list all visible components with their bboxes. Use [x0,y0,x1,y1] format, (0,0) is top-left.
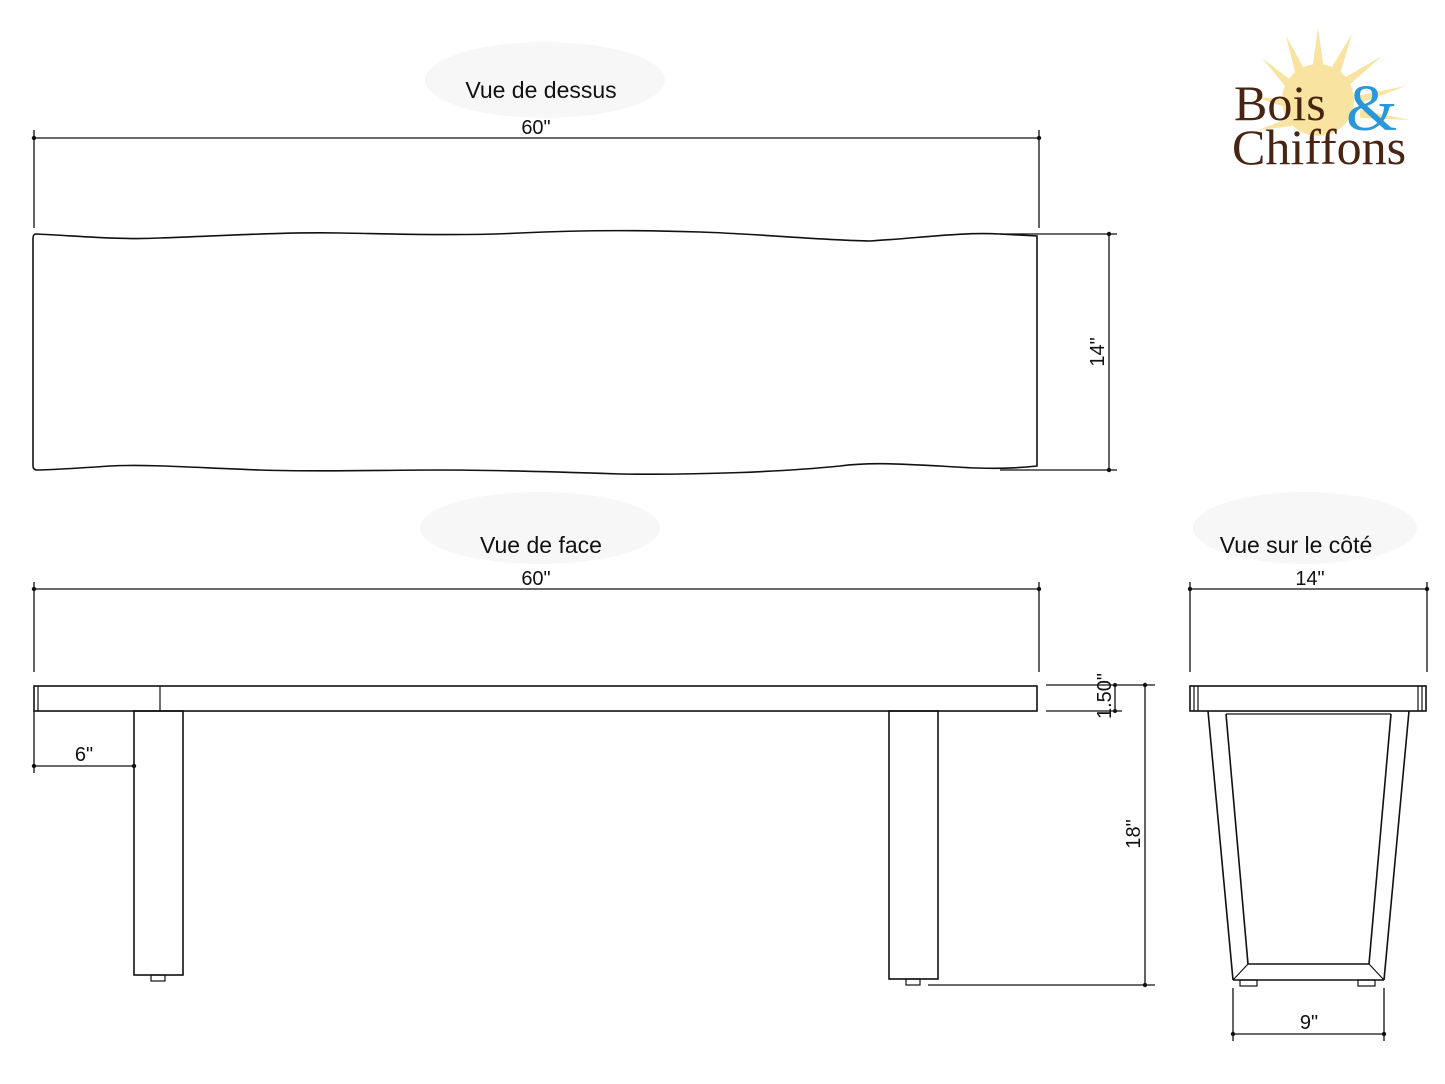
foot-pad-right [905,978,921,986]
side-base-width-dimension: 9" [1230,988,1387,1041]
top-view: Vue de dessus 60" 14" [31,42,1117,475]
front-leg-right [888,710,939,980]
thickness-label: 1.50" [1094,673,1116,719]
trapezoid-leg-frame [1207,710,1410,987]
foot-pad-left [150,974,166,982]
top-length-label: 60" [521,117,550,139]
top-width-dimension: 14" [1000,231,1117,473]
front-length-label: 60" [521,568,550,590]
top-width-label: 14" [1087,337,1109,366]
front-view: Vue de face 60" 6" [31,492,1155,988]
front-leg-left [133,710,184,976]
leg-offset-label: 6" [75,744,93,766]
logo-text-chiffons: Chiffons [1232,119,1406,175]
sun-icon [1252,28,1410,136]
top-length-dimension: 60" [31,117,1042,228]
side-bench-top [1189,685,1427,712]
slab-outline [32,229,1038,475]
height-dimension: 18" [928,682,1155,988]
front-length-dimension: 60" [31,568,1042,672]
logo-ampersand: & [1346,72,1397,145]
top-view-title: Vue de dessus [465,77,616,103]
side-view-title: Vue sur le côté [1220,532,1373,558]
side-view: Vue sur le côté 14" [1187,492,1430,1041]
height-label: 18" [1123,819,1145,848]
thickness-dimension: 1.50" [1046,673,1155,719]
side-top-width-label: 14" [1295,568,1324,590]
side-top-width-dimension: 14" [1187,568,1430,672]
side-foot-pad-right [1357,979,1376,987]
bench-top [33,685,1038,712]
side-foot-pad-left [1239,979,1258,987]
side-base-width-label: 9" [1300,1012,1318,1034]
brand-logo: Bois & Chiffons [1232,28,1410,175]
logo-text-bois: Bois [1234,75,1326,131]
front-view-title: Vue de face [480,532,602,558]
leg-offset-dimension: 6" [31,711,137,773]
